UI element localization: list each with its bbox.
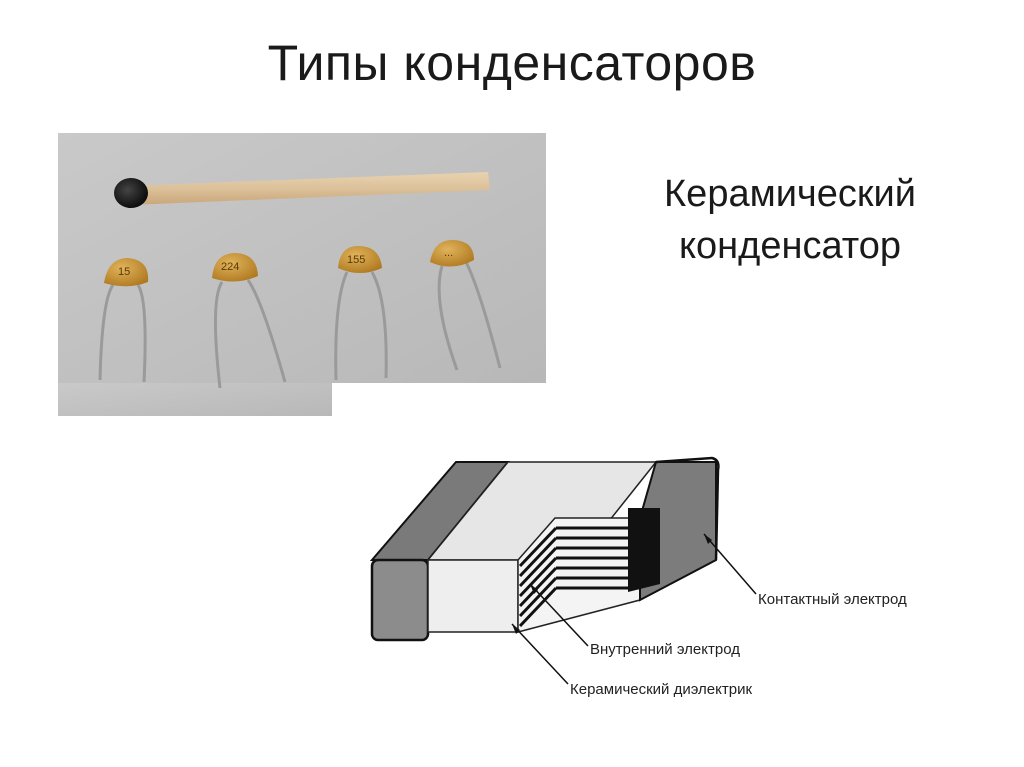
capacitor-2 (213, 279, 287, 389)
slide-subtitle: Керамический конденсатор (600, 168, 980, 272)
contact-electrode-arrow (704, 534, 712, 544)
label-ceramic-dielectric: Керамический диэлектрик (570, 681, 752, 698)
label-inner-electrode: Внутренний электрод (590, 641, 740, 658)
capacitor-4-marking: ... (444, 247, 453, 259)
capacitor-2-marking: 224 (221, 261, 239, 273)
match-stick (114, 172, 490, 208)
capacitor-1-body (104, 258, 149, 287)
capacitor-2-body (212, 253, 258, 282)
slide-title: Типы конденсаторов (267, 35, 757, 91)
subtitle-line-1: Керамический (664, 173, 916, 215)
ceramic-front (427, 559, 519, 633)
inner-electrode-leader (529, 583, 589, 647)
capacitor-1 (98, 284, 147, 383)
capacitor-4-body (430, 240, 474, 267)
capacitor-3-marking: 155 (347, 254, 365, 266)
dielectric-leader (511, 623, 569, 685)
inner-electrode-arrow (530, 584, 538, 594)
dielectric-arrow (512, 624, 520, 634)
capacitor-3 (334, 271, 388, 381)
capacitor-4 (437, 261, 502, 371)
right-terminal (628, 456, 720, 602)
capacitor-1-marking: 15 (118, 266, 130, 278)
subtitle-line-2: конденсатор (678, 225, 901, 267)
capacitor-3-body (338, 246, 382, 273)
contact-electrode-leader (703, 533, 757, 595)
label-contact-electrode: Контактный электрод (758, 591, 907, 608)
